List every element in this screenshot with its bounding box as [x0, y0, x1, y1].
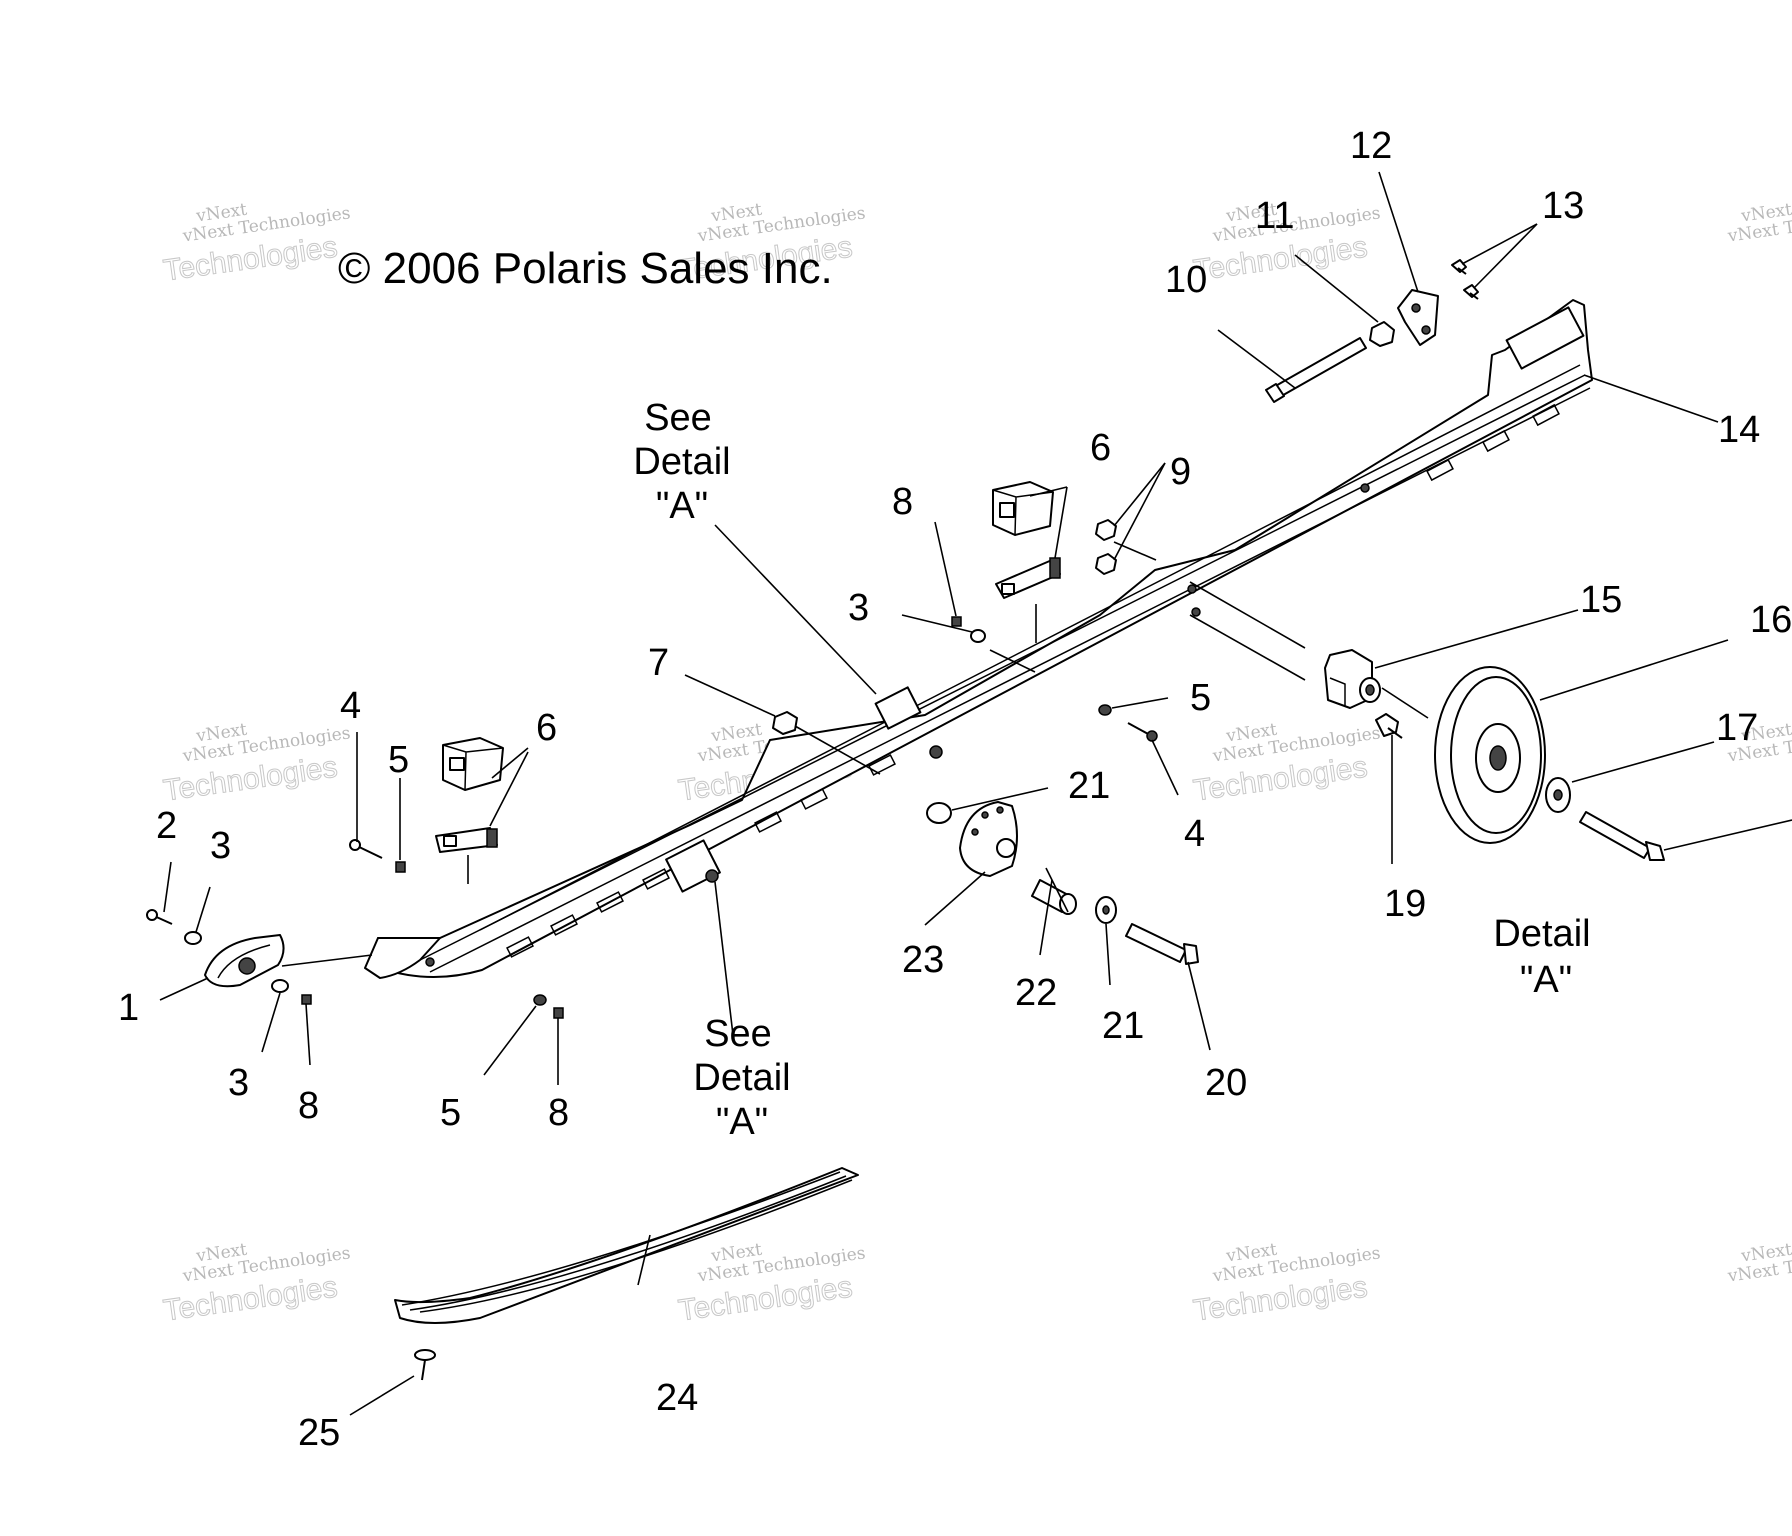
bolt-part-18 [1579, 811, 1665, 861]
callout-label: 4 [340, 685, 361, 727]
note-line: See [644, 397, 712, 439]
note-see-detail-top: See Detail "A" [633, 397, 730, 527]
callout-label: 23 [902, 939, 944, 981]
note-line: "A" [716, 1101, 768, 1143]
watermark-group: vNext vNext Technologies Technologies vN… [161, 200, 1792, 1328]
wheel-hub-part-23 [959, 801, 1018, 877]
note-detail-a: Detail "A" [1493, 913, 1590, 1001]
nut-part-8 [951, 616, 962, 627]
callout-label: 19 [1384, 883, 1426, 925]
nut-part-5 [395, 861, 406, 873]
block-part-6-upper [992, 481, 1061, 599]
note-line: "A" [1520, 959, 1572, 1001]
callout-label: 24 [656, 1377, 698, 1419]
callout-label: 3 [848, 587, 869, 629]
note-line: See [704, 1013, 772, 1055]
pin-part-4-right [1127, 722, 1158, 742]
callout-label: 14 [1718, 409, 1760, 451]
callout-label: 22 [1015, 972, 1057, 1014]
slide-part-24 [394, 1167, 859, 1324]
callout-label: 5 [1190, 677, 1211, 719]
washer-part-21-lower [1095, 896, 1117, 924]
callout-label: 8 [298, 1085, 319, 1127]
note-line: Detail [693, 1057, 790, 1099]
callout-label: 1 [118, 987, 139, 1029]
callout-label: 5 [388, 739, 409, 781]
bolt-part-19 [1375, 713, 1403, 739]
callout-label: 13 [1542, 185, 1584, 227]
pin-part-4-lower [349, 839, 383, 859]
callout-label: 3 [228, 1062, 249, 1104]
rail-assembly [364, 299, 1593, 979]
bolt-part-2 [146, 909, 173, 925]
wheel-part-16 [1434, 666, 1546, 844]
callout-label: 6 [536, 707, 557, 749]
callout-label: 21 [1068, 765, 1110, 807]
callout-label: 7 [648, 642, 669, 684]
bracket-part-12 [1397, 289, 1439, 346]
callout-label: 12 [1350, 125, 1392, 167]
note-line: Detail [1493, 913, 1590, 955]
callout-label: 16 [1750, 599, 1792, 641]
screw-part-25 [414, 1349, 436, 1381]
callout-label: 9 [1170, 451, 1191, 493]
callout-label: 15 [1580, 579, 1622, 621]
mount-part-15 [1324, 649, 1381, 709]
callout-label: 25 [298, 1412, 340, 1454]
washer-part-5 [533, 994, 547, 1006]
callout-label: 17 [1716, 707, 1758, 749]
callout-label: 6 [1090, 427, 1111, 469]
washer-part-3 [970, 629, 986, 643]
bolt-part-20 [1125, 923, 1199, 965]
callout-label: 8 [548, 1092, 569, 1134]
scraper-part-1 [204, 934, 285, 988]
callout-label: 3 [210, 825, 231, 867]
washer-part-3 [271, 979, 289, 993]
nut-part-8 [553, 1007, 564, 1019]
callout-label: 20 [1205, 1062, 1247, 1104]
nut-part-9 [1095, 519, 1117, 575]
nut-part-7 [772, 711, 798, 735]
note-see-detail-bottom: See Detail "A" [693, 1013, 790, 1143]
nut-part-11 [1369, 321, 1395, 347]
callout-label: 11 [1255, 195, 1294, 237]
leader-lines [159, 171, 1792, 1416]
screw-part-13 [1451, 259, 1479, 300]
callout-label: 2 [156, 805, 177, 847]
callout-label: 21 [1102, 1005, 1144, 1047]
callout-label: 10 [1165, 259, 1207, 301]
block-part-6-lower [435, 737, 504, 853]
callout-label: 4 [1184, 813, 1205, 855]
callout-label: 8 [892, 481, 913, 523]
note-line: "A" [656, 485, 708, 527]
washer-part-21 [926, 802, 952, 824]
bolt-part-10 [1265, 337, 1367, 403]
callout-label: 5 [440, 1092, 461, 1134]
callout-labels: 1 2 3 3 3 4 4 5 5 5 6 6 7 8 8 8 9 10 11 … [118, 125, 1792, 1454]
washer-part-5 [1098, 704, 1112, 716]
note-line: Detail [633, 441, 730, 483]
copyright-text: © 2006 Polaris Sales Inc. [338, 244, 833, 293]
washer-part-17 [1545, 777, 1571, 813]
rail-slots [506, 403, 1560, 958]
spacer-part-22 [1031, 879, 1077, 915]
washer-part-3 [184, 931, 202, 945]
nut-part-8 [301, 994, 312, 1005]
